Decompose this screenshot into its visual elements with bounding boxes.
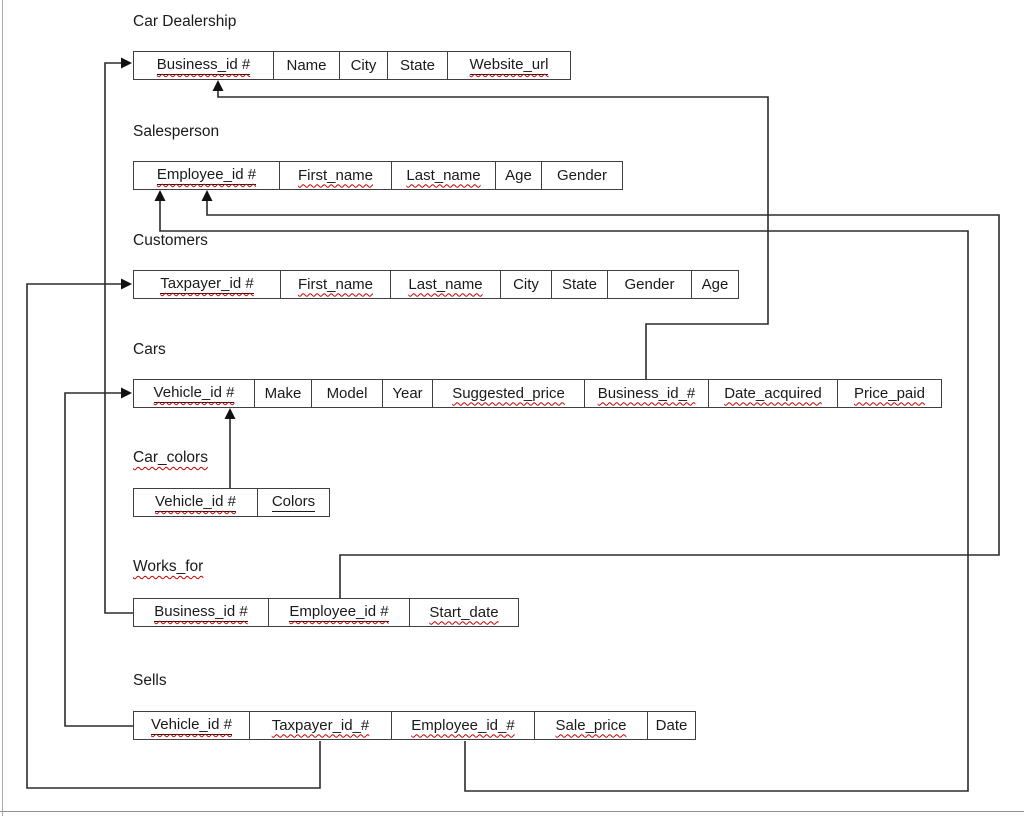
col-customers-gender: Gender [608, 271, 692, 298]
col-car-dealership-name: Name [274, 52, 340, 79]
table-salesperson: Employee_id # First_name Last_name Age G… [133, 161, 623, 190]
table-title-customers: Customers [133, 232, 208, 249]
arrowhead-cars-vehicle-left [121, 387, 132, 399]
wire-works-for-employee-to-salesperson [206, 201, 1000, 598]
wire-sells-vehicle-to-cars [64, 392, 133, 727]
col-salesperson-last-name: Last_name [392, 162, 496, 189]
col-works-for-start-date: Start_date [429, 603, 499, 621]
col-works-for-business-id: Business_id # [134, 599, 269, 626]
col-sells-sale-price: Sale_price [535, 712, 648, 739]
table-title-car-dealership: Car Dealership [133, 13, 237, 30]
col-car-dealership-city: City [340, 52, 388, 79]
page-bottom-edge [0, 811, 1024, 812]
table-title-works-for: Works_for [133, 558, 204, 575]
col-customers-taxpayer-id: Taxpayer_id # [134, 271, 281, 298]
col-cars-vehicle-id: Vehicle_id # [134, 380, 255, 407]
col-car-colors-vehicle-id: Vehicle_id # [134, 489, 258, 516]
col-car-dealership-website-url: Website_url [469, 56, 549, 75]
col-customers-last-name: Last_name [391, 271, 501, 298]
table-title-sells: Sells [133, 672, 167, 689]
col-cars-model: Model [312, 380, 383, 407]
table-car-dealership: Business_id # Name City State Website_ur… [133, 51, 571, 80]
wire-cars-business-to-dealership [217, 91, 769, 379]
wire-sells-taxpayer-to-customers [26, 283, 321, 789]
col-cars-make: Make [255, 380, 312, 407]
col-cars-date-acquired: Date_acquired [709, 380, 838, 407]
table-car-colors: Vehicle_id # Colors [133, 488, 330, 517]
page-left-edge [2, 0, 3, 816]
col-customers-state: State [552, 271, 608, 298]
arrowhead-customers-taxpayer [121, 278, 132, 290]
arrowhead-dealership-business-left [121, 57, 132, 69]
col-sells-date: Date [655, 716, 688, 734]
col-sells-vehicle-id: Vehicle_id # [134, 712, 250, 739]
arrowhead-salesperson-employee-right [201, 190, 213, 201]
col-customers-city: City [501, 271, 552, 298]
table-title-car-colors: Car_colors [133, 449, 208, 466]
col-salesperson-first-name: First_name [280, 162, 392, 189]
arrowhead-dealership-business-bottom [212, 80, 224, 91]
arrowhead-salesperson-employee-left [154, 190, 166, 201]
col-cars-year: Year [383, 380, 433, 407]
col-salesperson-gender: Gender [556, 166, 608, 184]
table-works-for: Business_id # Employee_id # Start_date [133, 598, 519, 627]
table-customers: Taxpayer_id # First_name Last_name City … [133, 270, 739, 299]
col-cars-business-id: Business_id_# [585, 380, 709, 407]
col-car-dealership-business-id: Business_id # [134, 52, 274, 79]
table-title-cars: Cars [133, 341, 166, 358]
table-sells: Vehicle_id # Taxpayer_id_# Employee_id_#… [133, 711, 696, 740]
table-title-salesperson: Salesperson [133, 123, 220, 140]
col-customers-first-name: First_name [281, 271, 391, 298]
col-car-colors-colors: Colors [271, 493, 316, 512]
wire-sells-employee-to-salesperson [159, 201, 969, 792]
col-salesperson-age: Age [496, 162, 542, 189]
table-cars: Vehicle_id # Make Model Year Suggested_p… [133, 379, 942, 408]
col-car-dealership-state: State [388, 52, 448, 79]
wire-works-for-business-to-dealership [104, 62, 133, 614]
col-cars-suggested-price: Suggested_price [433, 380, 585, 407]
col-salesperson-employee-id: Employee_id # [134, 162, 280, 189]
col-sells-employee-id: Employee_id_# [392, 712, 535, 739]
col-works-for-employee-id: Employee_id # [269, 599, 410, 626]
col-customers-age: Age [701, 275, 729, 293]
arrowhead-cars-vehicle-bottom [224, 408, 236, 419]
col-sells-taxpayer-id: Taxpayer_id_# [250, 712, 392, 739]
col-cars-price-paid: Price_paid [854, 384, 925, 402]
